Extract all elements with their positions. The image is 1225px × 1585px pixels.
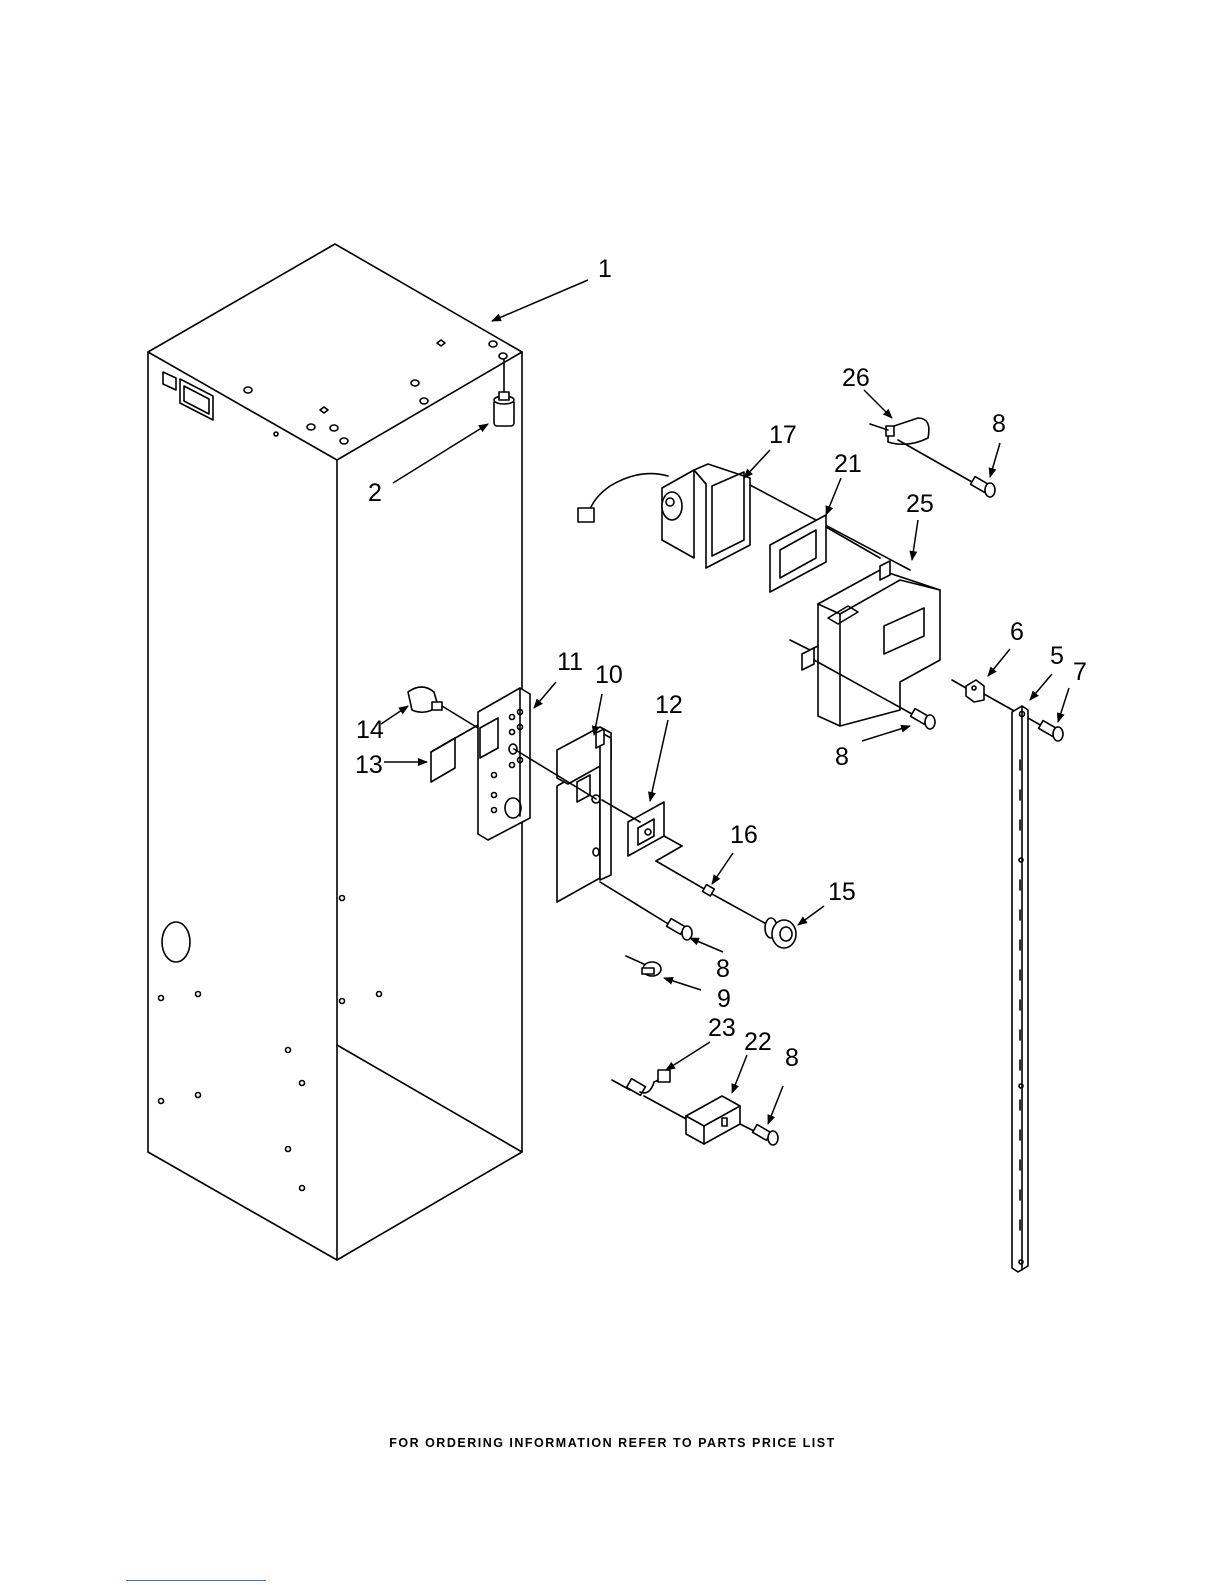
callout-8-housing: 8 — [835, 743, 849, 771]
callout-1: 1 — [598, 255, 612, 283]
cabinet-part-1 — [148, 244, 522, 1260]
callout-22: 22 — [744, 1028, 772, 1056]
part-26-clip — [870, 418, 972, 482]
callout-17: 17 — [769, 421, 797, 449]
callout-16: 16 — [730, 821, 758, 849]
callout-8-switch: 8 — [785, 1044, 799, 1072]
callout-8-bracket: 8 — [716, 955, 730, 983]
part-12-plate — [602, 800, 682, 861]
part-15-grommet — [765, 918, 796, 948]
part-8-screw-d — [740, 1124, 778, 1145]
part-11-hinge-plate — [478, 688, 530, 840]
part-16-wire — [656, 861, 770, 926]
part-6-clip — [952, 680, 1016, 712]
callout-26: 26 — [842, 364, 870, 392]
callout-14: 14 — [356, 716, 384, 744]
part-25-housing — [790, 561, 940, 726]
part-8-screw-c — [971, 477, 995, 497]
part-21-frame — [770, 515, 826, 592]
callout-2: 2 — [368, 479, 382, 507]
bottom-rule — [126, 1580, 266, 1581]
callout-6: 6 — [1010, 618, 1024, 646]
callout-10: 10 — [595, 661, 623, 689]
callout-23: 23 — [708, 1014, 736, 1042]
callout-21: 21 — [834, 450, 862, 478]
callout-13: 13 — [355, 751, 383, 779]
part-8-screw-b — [911, 709, 935, 729]
callout-7: 7 — [1073, 658, 1087, 686]
part-8-screw-a — [600, 882, 692, 940]
part-5-rail — [1012, 706, 1028, 1272]
callout-9: 9 — [717, 985, 731, 1013]
part-9-plug — [626, 956, 661, 976]
callout-8-top: 8 — [992, 410, 1006, 438]
part-22-switch — [686, 1096, 740, 1144]
ordering-info-note: FOR ORDERING INFORMATION REFER TO PARTS … — [0, 1436, 1225, 1450]
callout-11: 11 — [557, 648, 583, 676]
part-23-harness — [612, 1070, 688, 1120]
callout-15: 15 — [828, 878, 856, 906]
part-17-light-assembly — [578, 464, 910, 570]
callout-5: 5 — [1050, 642, 1064, 670]
callout-12: 12 — [655, 691, 683, 719]
callout-25: 25 — [906, 490, 934, 518]
